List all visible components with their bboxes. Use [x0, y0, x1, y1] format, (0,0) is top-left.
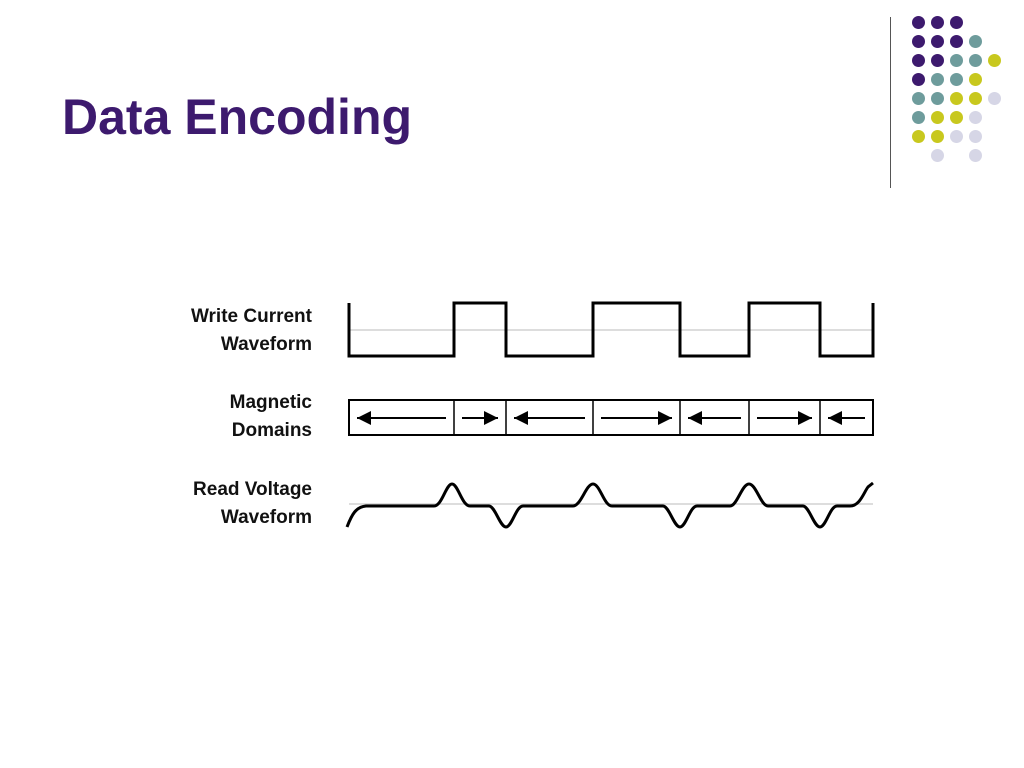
arrow-left-icon [828, 411, 865, 425]
arrow-right-icon [757, 411, 812, 425]
decorative-dot [912, 130, 925, 143]
decorative-dot [912, 35, 925, 48]
decorative-dot [988, 92, 1001, 105]
decorative-dot [931, 111, 944, 124]
magnetic-domains-strip [348, 399, 874, 436]
decorative-dot [969, 149, 982, 162]
decorative-dot [912, 16, 925, 29]
decorative-dot [988, 54, 1001, 67]
decorative-dot [931, 35, 944, 48]
arrow-right-icon [601, 411, 672, 425]
read-voltage-trace [345, 481, 874, 529]
decorative-dot [931, 16, 944, 29]
decorative-dot [969, 54, 982, 67]
slide-title: Data Encoding [62, 89, 413, 145]
magnetic-domains-label-line1: Magnetic [229, 392, 312, 413]
decorative-dot [969, 35, 982, 48]
decorative-dot [931, 54, 944, 67]
decorative-dot [912, 92, 925, 105]
decorative-dot [950, 16, 963, 29]
decorative-dot [950, 111, 963, 124]
magnetic-domains-label-line2: Domains [231, 420, 312, 441]
write-current-trace [347, 301, 875, 358]
decorative-dot [950, 130, 963, 143]
read-voltage-label: Read Voltage Waveform [152, 476, 312, 532]
decorative-dot [950, 92, 963, 105]
write-current-label-line1: Write Current [190, 306, 312, 327]
decorative-dot [950, 35, 963, 48]
read-voltage-label-line2: Waveform [220, 507, 312, 528]
write-current-label-line2: Waveform [220, 334, 312, 355]
decorative-divider [890, 17, 891, 188]
arrow-left-icon [357, 411, 446, 425]
decorative-dot [969, 130, 982, 143]
decorative-dot [912, 111, 925, 124]
arrow-left-icon [688, 411, 741, 425]
decorative-dot [931, 149, 944, 162]
decorative-dot [969, 92, 982, 105]
decorative-dot [950, 73, 963, 86]
write-current-label: Write Current Waveform [152, 303, 312, 359]
read-voltage-label-line1: Read Voltage [193, 479, 312, 500]
arrow-left-icon [514, 411, 585, 425]
read-voltage-waveform [345, 481, 874, 529]
decorative-dot [950, 54, 963, 67]
decorative-dot [931, 130, 944, 143]
decorative-dot [969, 111, 982, 124]
decorative-dot [912, 73, 925, 86]
arrow-right-icon [462, 411, 498, 425]
decorative-dot [931, 73, 944, 86]
write-current-waveform [347, 301, 875, 358]
decorative-dot [931, 92, 944, 105]
decorative-dot [969, 73, 982, 86]
magnetic-domains-label: Magnetic Domains [152, 389, 312, 445]
decorative-dot [912, 54, 925, 67]
